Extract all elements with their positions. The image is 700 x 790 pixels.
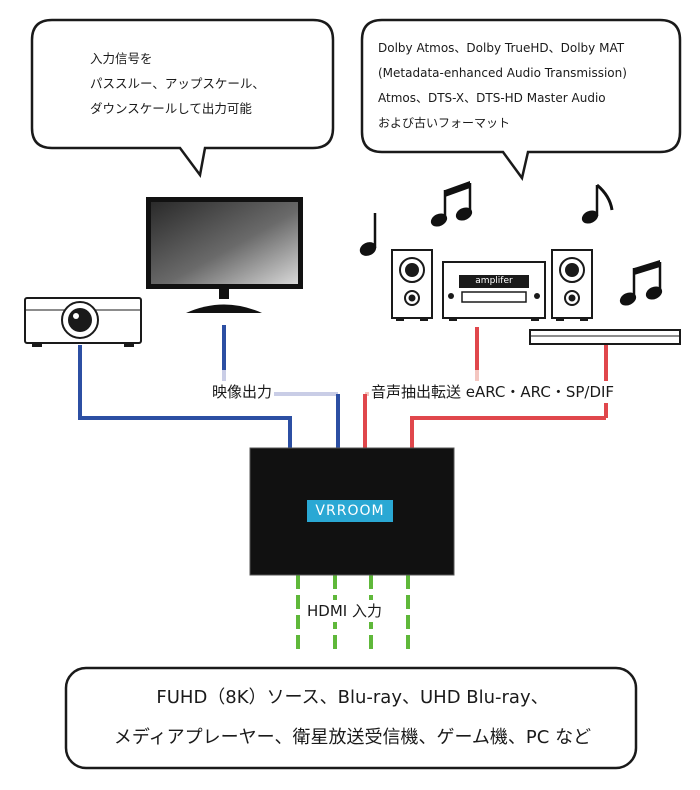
sources-line: メディアプレーヤー、衛星放送受信機、ゲーム機、PC など xyxy=(113,727,592,748)
audio-bubble-line: および古いフォーマット xyxy=(378,116,511,130)
audio-bubble-line: (Metadata-enhanced Audio Transmission) xyxy=(378,66,627,80)
video-bubble-line: ダウンスケールして出力可能 xyxy=(90,101,252,116)
speech-bubble-video xyxy=(30,18,335,179)
amplifier-label: amplifer xyxy=(475,276,513,286)
video-output-label: 映像出力 xyxy=(210,381,275,403)
audio-bubble-line: Atmos、DTS-X、DTS-HD Master Audio xyxy=(378,91,606,105)
sources-line: FUHD（8K）ソース、Blu-ray、UHD Blu-ray、 xyxy=(156,687,549,708)
video-bubble-line: パススルー、アップスケール、 xyxy=(90,76,265,91)
hdmi-input-lines xyxy=(296,575,410,650)
media-player-icon xyxy=(529,329,681,345)
amplifier-icon xyxy=(442,261,546,321)
audio-extract-label: 音声抽出転送 eARC・ARC・SP/DIF xyxy=(369,381,617,403)
speaker-right-icon xyxy=(551,249,593,321)
speaker-left-icon xyxy=(391,249,433,321)
soundbar-cable-bottom xyxy=(410,416,606,450)
projector-icon xyxy=(24,297,142,347)
audio-bubble-line: Dolby Atmos、Dolby TrueHD、Dolby MAT xyxy=(378,41,625,55)
music-note-icon xyxy=(359,181,663,306)
speech-bubble-audio xyxy=(360,18,682,181)
vrroom-label: VRROOM xyxy=(307,500,393,522)
tv-icon xyxy=(146,197,303,313)
sources-box xyxy=(64,666,638,770)
video-bubble-text: 入力信号を パススルー、アップスケール、 ダウンスケールして出力可能 xyxy=(90,46,265,121)
hdmi-input-label: HDMI 入力 xyxy=(305,600,384,622)
projector-cable xyxy=(78,345,292,450)
audio-bubble-text: Dolby Atmos、Dolby TrueHD、Dolby MAT (Meta… xyxy=(378,36,627,136)
sources-text: FUHD（8K）ソース、Blu-ray、UHD Blu-ray、 メディアプレー… xyxy=(70,678,635,758)
video-bubble-line: 入力信号を xyxy=(90,51,153,66)
